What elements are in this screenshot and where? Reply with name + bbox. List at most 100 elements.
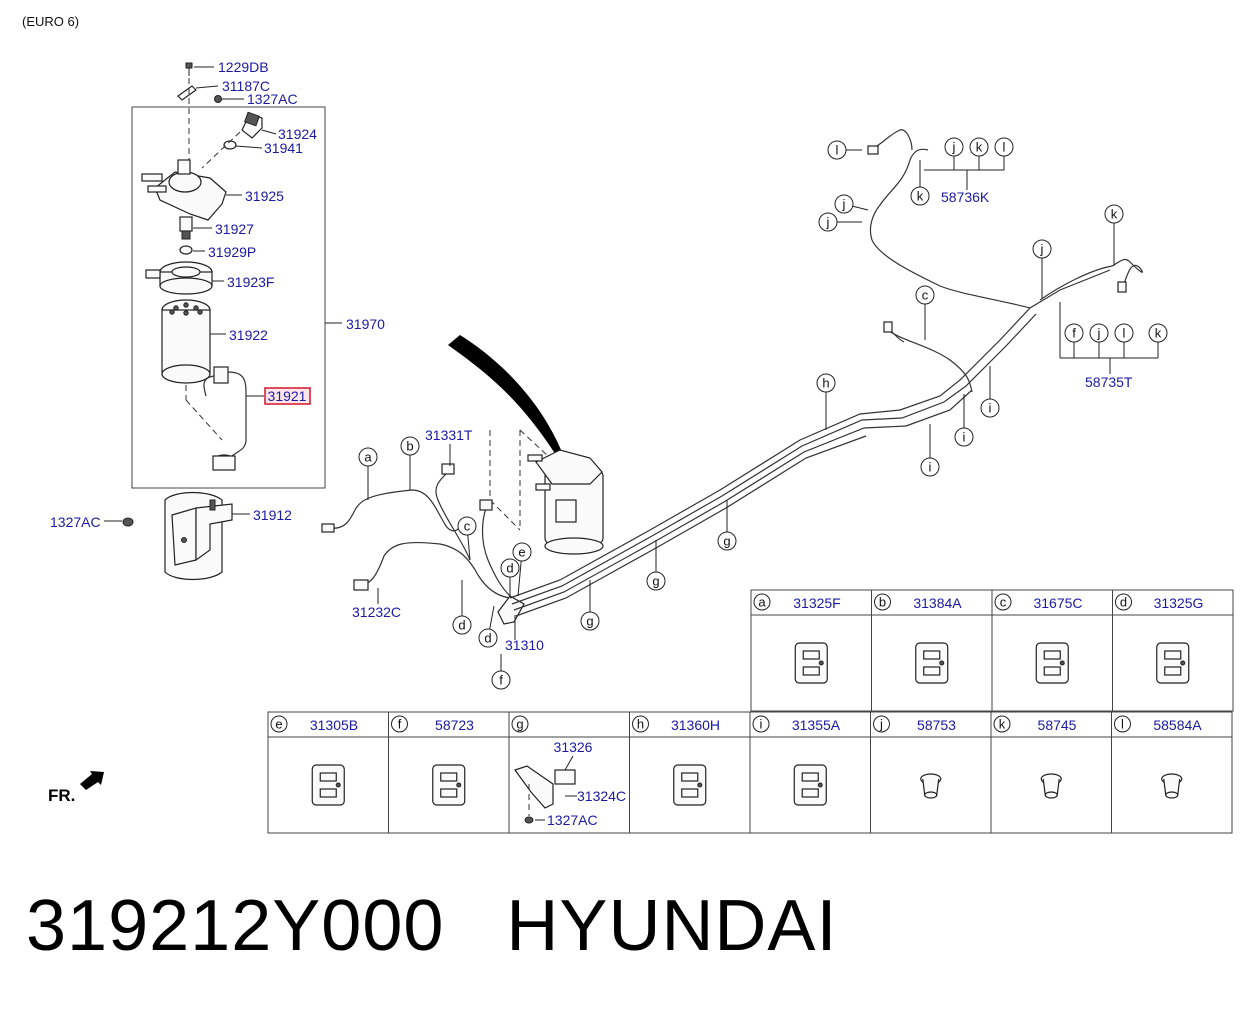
marker-letter-c: c (464, 519, 471, 534)
label-31923F[interactable]: 31923F (227, 274, 274, 290)
label-31331T[interactable]: 31331T (425, 427, 473, 443)
label-31925[interactable]: 31925 (245, 188, 284, 204)
marker-circle-k[interactable] (910, 186, 930, 206)
marker-circle-c[interactable] (457, 516, 477, 536)
clip-part-icon (673, 764, 707, 806)
marker-circle-f[interactable] (491, 670, 511, 690)
clip-letter: h (637, 717, 644, 732)
cap-31923F[interactable] (145, 261, 224, 295)
label-1327AC-left[interactable]: 1327AC (50, 514, 101, 530)
filter-cartridge-31922[interactable] (161, 299, 226, 384)
marker-letter-j: j (826, 215, 830, 230)
oring-31941[interactable] (201, 131, 263, 169)
marker-circle-l[interactable] (827, 140, 847, 160)
label-58735T[interactable]: 58735T (1085, 374, 1133, 390)
sensor-31924[interactable] (241, 111, 277, 139)
label-31924[interactable]: 31924 (278, 126, 317, 142)
marker-circle-j[interactable] (944, 137, 964, 157)
marker-circle-j[interactable] (818, 212, 838, 232)
label-31929P[interactable]: 31929P (208, 244, 256, 260)
label-31922[interactable]: 31922 (229, 327, 268, 343)
marker-circle-d[interactable] (500, 558, 520, 578)
marker-circle-l[interactable] (1114, 323, 1134, 343)
marker-circle-c[interactable] (915, 285, 935, 305)
marker-letter-l: l (836, 143, 839, 158)
label-31187C[interactable]: 31187C (222, 78, 270, 94)
bracket-31187C[interactable] (177, 85, 219, 101)
mounted-filter-assembly[interactable] (527, 449, 604, 555)
clip-part-number: 58584A (1153, 717, 1202, 733)
marker-circle-k[interactable] (969, 137, 989, 157)
clip-part-icon (311, 764, 345, 806)
marker-circle-j[interactable] (1089, 323, 1109, 343)
bolt-1229DB[interactable] (185, 62, 214, 76)
marker-letter-a: a (364, 450, 372, 465)
clip-part-number: 31325F (793, 595, 840, 611)
clip-part-icon (794, 642, 828, 684)
euro-note: (EURO 6) (22, 14, 79, 29)
marker-letter-g: g (586, 614, 593, 629)
marker-circle-j[interactable] (834, 194, 854, 214)
footer-part-number: 319212Y000 (26, 886, 445, 966)
label-31921[interactable]: 31921 (268, 388, 307, 404)
clip-cell-border (1111, 711, 1233, 834)
marker-letter-j: j (842, 197, 846, 212)
clip-part-icon (1156, 642, 1190, 684)
oring-31929P[interactable] (179, 245, 205, 255)
marker-circle-i[interactable] (980, 398, 1000, 418)
clip-part-icon (1040, 773, 1062, 799)
clip-letter-circle (511, 715, 529, 733)
clip-sub-part-31324C: 31324C (577, 788, 626, 804)
nut-1327AC-left[interactable] (104, 517, 134, 527)
marker-circle-g[interactable] (646, 571, 666, 591)
bracket-31912[interactable] (164, 491, 250, 581)
label-1327AC-top[interactable]: 1327AC (247, 91, 298, 107)
marker-circle-a[interactable] (358, 447, 378, 467)
label-31927[interactable]: 31927 (215, 221, 254, 237)
marker-circle-g[interactable] (717, 531, 737, 551)
bracket-31310[interactable] (497, 595, 525, 625)
clip-part-number: 31360H (671, 717, 720, 733)
marker-circle-d[interactable] (478, 628, 498, 648)
marker-circle-k[interactable] (1148, 323, 1168, 343)
marker-circle-d[interactable] (452, 615, 472, 635)
marker-circle-e[interactable] (512, 542, 532, 562)
label-31232C[interactable]: 31232C (352, 604, 401, 620)
clip-letter-circle (873, 715, 890, 733)
clip-cell-h[interactable]: h 31360H (629, 711, 751, 834)
front-label: FR. (48, 786, 75, 805)
label-58736K[interactable]: 58736K (941, 189, 990, 205)
marker-circle-h[interactable] (816, 373, 836, 393)
marker-circle-k[interactable] (1104, 204, 1124, 224)
label-31912[interactable]: 31912 (253, 507, 292, 523)
water-sensor-31921[interactable] (185, 366, 264, 471)
marker-circle-i[interactable] (920, 457, 940, 477)
filter-head-31925[interactable] (141, 159, 242, 221)
nut-1327AC-top[interactable] (214, 95, 245, 103)
clip-letter-circle (1115, 593, 1132, 611)
marker-circle-b[interactable] (400, 436, 420, 456)
marker-circle-f[interactable] (1064, 323, 1084, 343)
label-31941[interactable]: 31941 (264, 140, 303, 156)
marker-letter-g: g (723, 534, 730, 549)
label-31970[interactable]: 31970 (346, 316, 385, 332)
marker-circle-j[interactable] (1032, 239, 1052, 259)
label-1229DB[interactable]: 1229DB (218, 59, 269, 75)
marker-circle-g[interactable] (580, 611, 600, 631)
marker-circle-l[interactable] (994, 137, 1014, 157)
label-31310[interactable]: 31310 (505, 637, 544, 653)
marker-letter-k: k (1111, 207, 1118, 222)
heater-31927[interactable] (179, 216, 212, 240)
marker-circle-i[interactable] (954, 427, 974, 447)
